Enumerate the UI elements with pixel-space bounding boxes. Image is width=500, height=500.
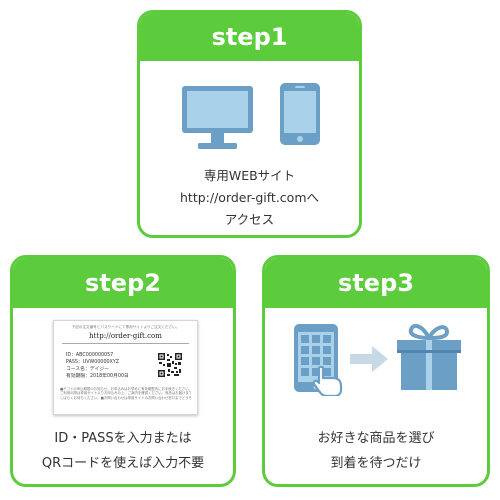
arrow-right-icon bbox=[350, 346, 388, 372]
step3-card: step3 お好きな商品を選び 到着を待つだけ bbox=[262, 255, 490, 487]
gift-card-note: 下記の注文番号とパスワードにて専用サイトよりご注文ください。 bbox=[71, 325, 180, 329]
gift-box-icon bbox=[397, 323, 461, 390]
step1-line-2: http://order-gift.comへ bbox=[180, 190, 319, 205]
step1-line-1: 専用WEBサイト bbox=[203, 168, 296, 183]
gift-card-divider bbox=[62, 343, 189, 344]
step1-line-3: アクセス bbox=[224, 212, 275, 227]
gift-card-fine-line-2: ご利用の際は専用サイトよりお申込みの上、ご案内を確認ください。商品はお届けまで bbox=[60, 391, 191, 396]
gift-card-fine-line-3: しばらくお待ちください。■お問い合わせは専用サイトのお問い合わせ窓口までどうぞ。 bbox=[60, 395, 191, 400]
step2-line-1: ID・PASSを入力または bbox=[54, 431, 192, 446]
desktop-monitor-icon bbox=[182, 86, 253, 149]
step2-description: ID・PASSを入力または QRコードを使えば入力不要 bbox=[13, 426, 233, 476]
step3-line-2: 到着を待つだけ bbox=[330, 456, 422, 471]
qr-code-icon bbox=[158, 353, 182, 377]
gift-card-image: 下記の注文番号とパスワードにて専用サイトよりご注文ください。 http://or… bbox=[53, 320, 198, 415]
gift-card-id: ID：ABC000000057 bbox=[66, 353, 114, 358]
step2-title: step2 bbox=[13, 258, 233, 308]
gift-card-fine-print: ■ギフトの申込期限のお知らせ。お申込みはお早めに有効期限内にお手続きください。 … bbox=[60, 387, 191, 400]
step3-title: step3 bbox=[265, 258, 487, 308]
step2-line-2: QRコードを使えば入力不要 bbox=[41, 456, 205, 471]
gift-card-url: http://order-gift.com bbox=[89, 332, 162, 340]
step3-description: お好きな商品を選び 到着を待つだけ bbox=[265, 426, 487, 476]
gift-card-course: コース名：デイジー bbox=[66, 367, 109, 372]
tapping-hand-icon bbox=[313, 366, 343, 396]
step1-card: step1 専用WEBサイト http://order-gift.comへ アク… bbox=[137, 10, 362, 238]
step1-description: 専用WEBサイト http://order-gift.comへ アクセス bbox=[140, 165, 359, 231]
smartphone-icon bbox=[280, 83, 320, 145]
gift-card-pass: PASS：UVW00000XYZ bbox=[66, 360, 120, 365]
gift-card-expiry: 有効期限：2018年00月00日 bbox=[66, 374, 129, 379]
step2-card: step2 下記の注文番号とパスワードにて専用サイトよりご注文ください。 htt… bbox=[10, 255, 236, 487]
gift-card-fine-line-1: ■ギフトの申込期限のお知らせ。お申込みはお早めに有効期限内にお手続きください。 bbox=[60, 387, 191, 391]
step1-title: step1 bbox=[140, 13, 359, 61]
step3-line-1: お好きな商品を選び bbox=[317, 431, 435, 446]
tablet-grid-icon bbox=[294, 324, 338, 392]
